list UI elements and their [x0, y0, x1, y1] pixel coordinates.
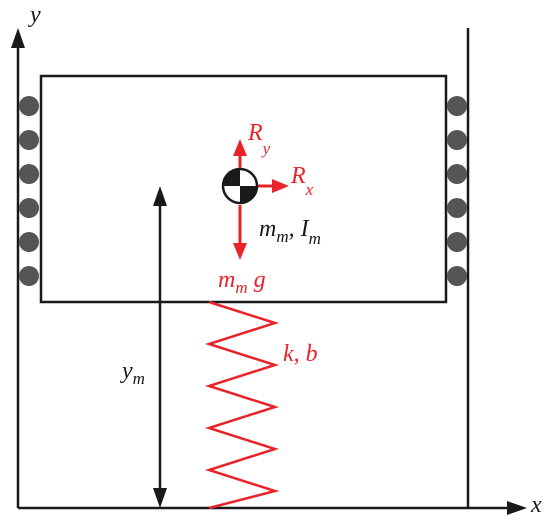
roller-icon — [447, 266, 467, 286]
weight-label: mm g — [218, 267, 266, 297]
roller-icon — [19, 266, 39, 286]
reaction-x-arrowhead — [272, 179, 289, 193]
reaction-x-label: Rx — [290, 163, 314, 199]
mass-inertia-label: mm, Im — [259, 216, 321, 248]
reaction-y-arrowhead — [233, 139, 247, 156]
roller-icon — [19, 96, 39, 116]
roller-icon — [447, 130, 467, 150]
x-axis — [18, 501, 527, 515]
roller-icon — [19, 164, 39, 184]
roller-icon — [19, 130, 39, 150]
left-rollers — [19, 96, 39, 286]
y-axis — [11, 28, 25, 508]
roller-icon — [447, 96, 467, 116]
spring — [204, 300, 280, 510]
y-axis-label: y — [28, 2, 41, 28]
roller-icon — [447, 198, 467, 218]
displacement-arrow — [153, 186, 167, 508]
x-axis-label: x — [530, 492, 542, 518]
y-axis-arrowhead — [11, 28, 25, 48]
x-axis-arrowhead — [507, 501, 527, 515]
mass-block — [39, 74, 448, 304]
roller-icon — [447, 164, 467, 184]
reaction-y-label: Ry — [247, 120, 271, 158]
roller-icon — [447, 232, 467, 252]
center-of-mass-icon — [221, 167, 259, 205]
roller-icon — [19, 198, 39, 218]
right-rollers — [447, 96, 467, 286]
displacement-label: ym — [120, 358, 145, 388]
spring-label: k, b — [283, 341, 318, 367]
roller-icon — [19, 232, 39, 252]
weight-arrowhead — [233, 243, 247, 260]
